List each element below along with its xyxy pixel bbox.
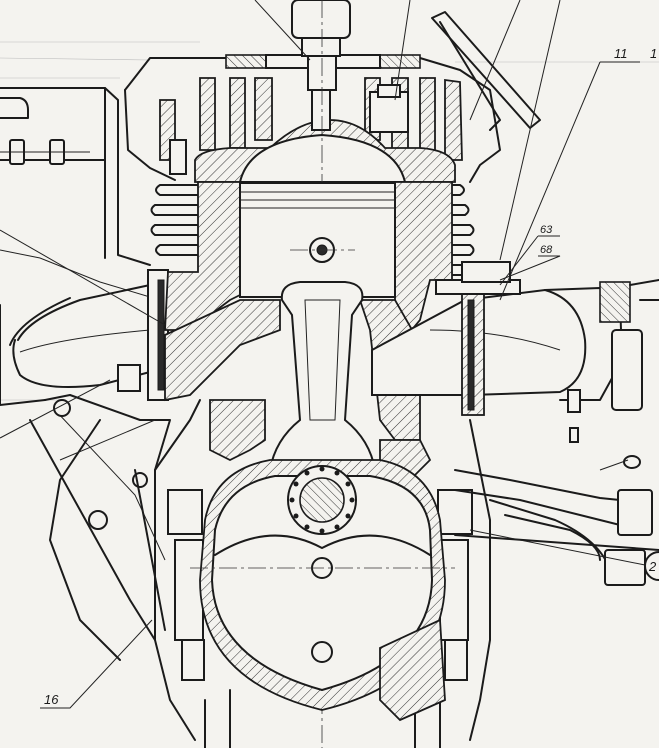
callout-leaders [0,0,646,709]
callout-1-partial: 1 [650,46,657,61]
exhaust-guard [431,0,561,261]
wiring-harness [454,455,659,586]
callout-11: 11 [614,46,628,61]
exhaust-port [371,261,659,443]
callout-63: 63 [540,224,553,236]
cylinder-block [150,181,475,353]
callout-2-circle [644,551,659,581]
connecting-rod [268,281,377,471]
callout-68: 68 [540,244,553,256]
intake-adapter [9,269,169,401]
fan-shroud [0,87,161,406]
callout-2-partial: 2 [648,559,657,574]
mount-plate [29,394,171,661]
crankshaft [190,459,455,748]
callout-16: 16 [44,692,59,707]
